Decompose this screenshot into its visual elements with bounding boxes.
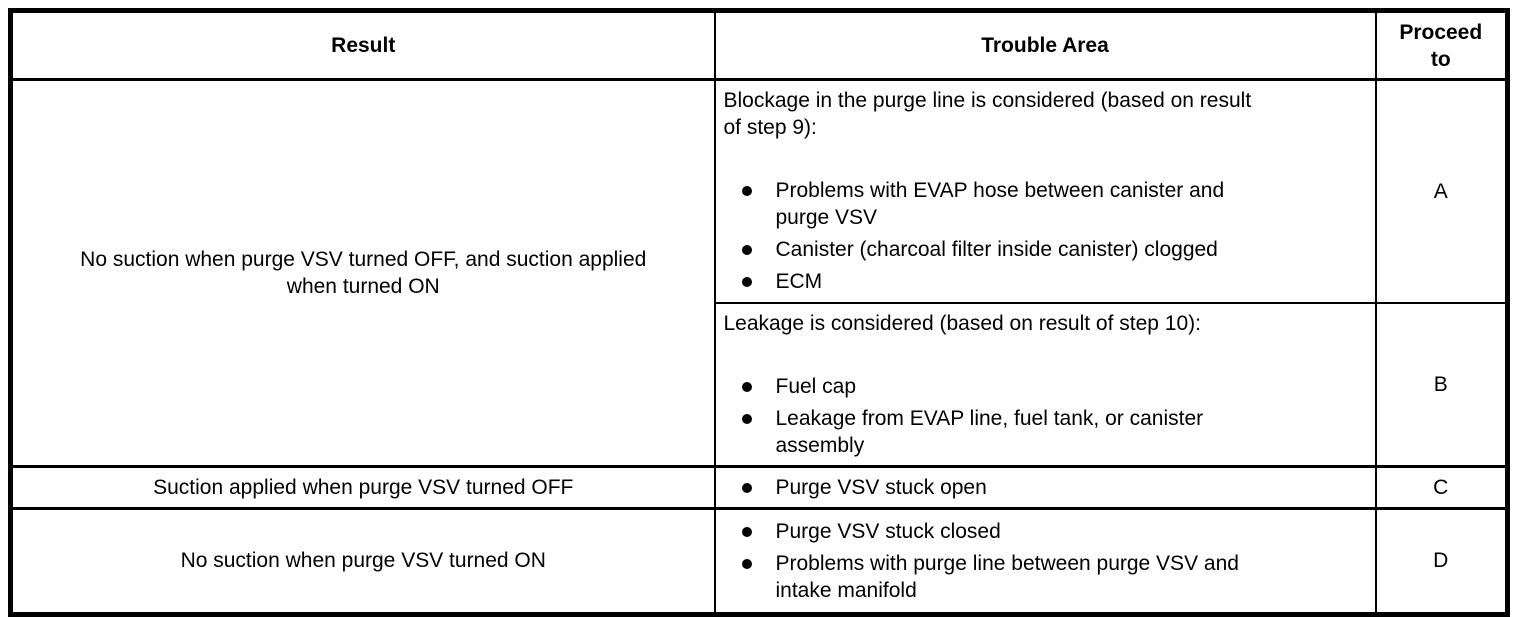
header-result-label: Result [331,34,396,57]
header-proceed-to: Proceed to [1374,9,1509,81]
proceed-cell-a: A [1374,78,1509,304]
proceed-cell-b: B [1374,301,1509,467]
table-row-leakage: Leakage is considered (based on result o… [11,301,1509,467]
table-row-stuck-closed: No suction when purge VSV turned ON Purg… [9,507,1509,616]
header-trouble-area-label: Trouble Area [981,34,1109,57]
header-trouble-area: Trouble Area [713,9,1377,81]
proceed-cell-d: D [1374,507,1509,616]
result-cell-no-suction-on: No suction when purge VSV turned ON [9,507,716,616]
bullet-item: Problems with purge line between purge V… [724,550,1367,604]
bullet-item: ECM [724,268,1367,295]
result-cell-suction-off: Suction applied when purge VSV turned OF… [9,464,716,510]
trouble-cell-leakage: Leakage is considered (based on result o… [713,301,1377,467]
bullet-list-blockage: Problems with EVAP hose between canister… [724,177,1367,295]
bullet-icon [741,277,752,287]
bullet-text: Purge VSV stuck open [775,475,987,499]
trouble-cell-stuck-closed: Purge VSV stuck closed Problems with pur… [713,507,1377,616]
bullet-item: Canister (charcoal filter inside caniste… [724,236,1367,263]
header-result: Result [9,9,716,81]
bullet-text: Fuel cap [775,374,857,398]
bullet-icon [741,526,752,537]
bullet-icon [741,482,752,493]
table-row-blockage: No suction when purge VSV turned OFF, an… [9,78,1509,467]
bullet-text: Problems with EVAP hose between canister… [775,179,1225,229]
trouble-cell-blockage: Blockage in the purge line is considered… [713,78,1377,304]
trouble-lead-blockage: Blockage in the purge line is considered… [723,89,1252,139]
bullet-icon [741,186,752,196]
bullet-text: ECM [775,270,823,293]
bullet-icon [741,245,752,255]
bullet-list-stuck-closed: Purge VSV stuck closed Problems with pur… [724,518,1367,604]
trouble-cell-stuck-open: Purge VSV stuck open [713,464,1377,510]
proceed-cell-c: C [1374,464,1509,510]
bullet-text: Canister (charcoal filter inside caniste… [775,238,1218,261]
bullet-list-leakage: Fuel cap Leakage from EVAP line, fuel ta… [724,373,1367,459]
bullet-item: Problems with EVAP hose between canister… [724,177,1367,231]
header-row: Result Trouble Area Proceed to [9,9,1509,81]
bullet-text: Leakage from EVAP line, fuel tank, or ca… [775,406,1204,457]
bullet-item: Purge VSV stuck open [724,474,1367,501]
bullet-icon [741,381,752,392]
bullet-item: Purge VSV stuck closed [724,518,1367,545]
bullet-item: Fuel cap [724,373,1367,400]
table-row-stuck-open: Suction applied when purge VSV turned OF… [9,464,1509,510]
bullet-text: Purge VSV stuck closed [775,519,1001,543]
bullet-icon [741,413,752,424]
table-header: Result Trouble Area Proceed to [9,9,1509,81]
bullet-text: Problems with purge line between purge V… [775,551,1239,602]
bullet-item: Leakage from EVAP line, fuel tank, or ca… [724,405,1367,459]
diagnostic-table: Result Trouble Area Proceed to No suctio… [8,8,1510,617]
bullet-icon [741,558,752,569]
bullet-list-stuck-open: Purge VSV stuck open [724,474,1367,501]
table-body: No suction when purge VSV turned OFF, an… [9,78,1509,616]
result-cell-no-suction-off: No suction when purge VSV turned OFF, an… [9,78,716,467]
header-proceed-to-label: Proceed to [1399,20,1483,71]
page: Result Trouble Area Proceed to No suctio… [8,8,1510,617]
trouble-lead-leakage: Leakage is considered (based on result o… [723,311,1201,335]
